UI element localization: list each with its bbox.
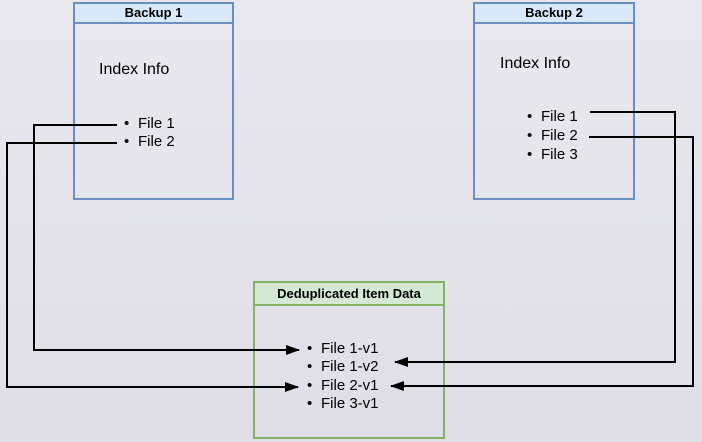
list-item-file3: File 3 bbox=[527, 145, 578, 164]
list-item-file1: File 1 bbox=[527, 107, 578, 126]
backup2-box: Backup 2 Index Info File 1 File 2 File 3 bbox=[473, 2, 635, 200]
list-item-file1: File 1 bbox=[124, 115, 175, 133]
list-item-file1-v1: File 1-v1 bbox=[307, 340, 379, 359]
list-item-file2: File 2 bbox=[527, 126, 578, 145]
backup1-title: Backup 1 bbox=[75, 4, 232, 24]
dedup-item-list: File 1-v1 File 1-v2 File 2-v1 File 3-v1 bbox=[307, 340, 379, 414]
list-item-file2-v1: File 2-v1 bbox=[307, 377, 379, 396]
list-item-file3-v1: File 3-v1 bbox=[307, 395, 379, 414]
backup1-index-info-label: Index Info bbox=[99, 61, 170, 78]
backup2-file-list: File 1 File 2 File 3 bbox=[527, 107, 578, 164]
dedup-title: Deduplicated Item Data bbox=[255, 283, 443, 306]
list-item-file1-v2: File 1-v2 bbox=[307, 358, 379, 377]
backup1-file-list: File 1 File 2 bbox=[124, 115, 175, 151]
list-item-file2: File 2 bbox=[124, 133, 175, 151]
backup2-title: Backup 2 bbox=[475, 4, 633, 24]
deduplicated-item-data-box: Deduplicated Item Data File 1-v1 File 1-… bbox=[253, 281, 445, 439]
backup2-index-info-label: Index Info bbox=[500, 55, 571, 72]
backup1-box: Backup 1 Index Info File 1 File 2 bbox=[73, 2, 234, 200]
